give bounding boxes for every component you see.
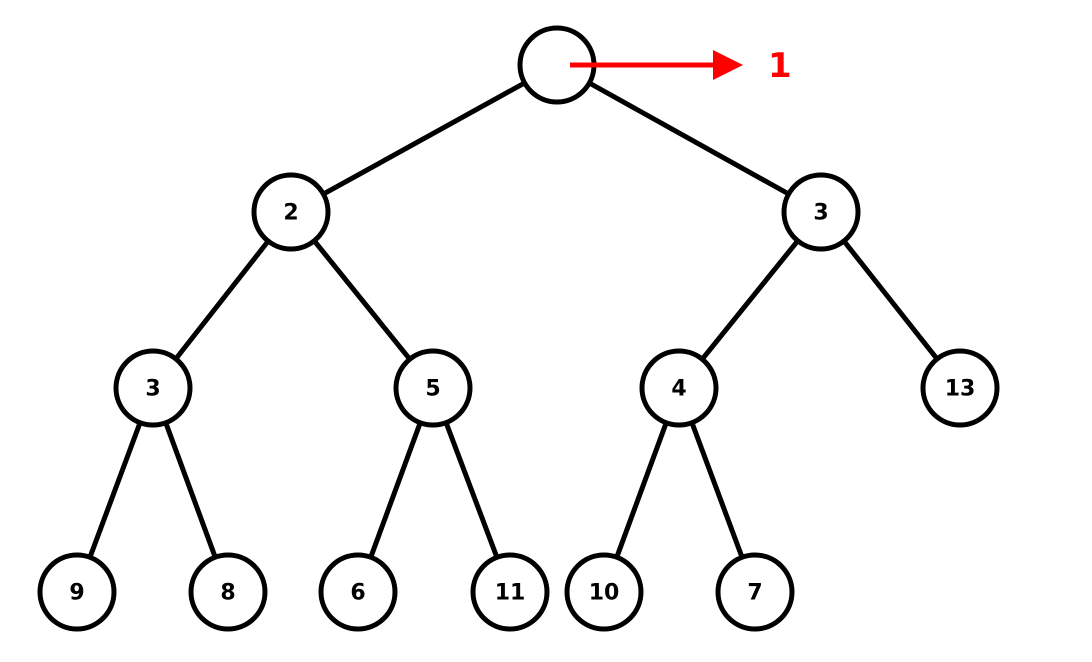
tree-node-n8: 8 xyxy=(188,552,268,632)
node-label: 13 xyxy=(945,377,976,402)
tree-edge-n4-n10 xyxy=(614,420,669,560)
node-circle xyxy=(113,348,193,428)
tree-edge-n3a-n4 xyxy=(699,238,801,362)
node-label: 11 xyxy=(495,581,526,606)
tree-node-n3a: 3 xyxy=(781,172,861,252)
tree-edge-n2a-n5 xyxy=(311,238,413,362)
node-label: 4 xyxy=(671,377,686,402)
tree-edge-n2a-n3b xyxy=(173,238,271,362)
tree-node-n13: 13 xyxy=(920,348,1000,428)
node-label: 5 xyxy=(425,377,440,402)
node-label: 8 xyxy=(220,581,235,606)
node-circle xyxy=(37,552,117,632)
tree-edge-n4-n7 xyxy=(689,420,745,560)
tree-edge-root-n3a xyxy=(586,80,792,197)
node-label: 7 xyxy=(747,581,762,606)
node-circle xyxy=(251,172,331,252)
root-pointer: 1 xyxy=(570,46,792,86)
node-label: 2 xyxy=(283,201,298,226)
tree-node-n10: 10 xyxy=(564,552,644,632)
node-circle xyxy=(639,348,719,428)
node-circle xyxy=(318,552,398,632)
node-circle xyxy=(470,552,550,632)
tree-edge-n5-n11 xyxy=(443,420,500,560)
node-circle xyxy=(393,348,473,428)
tree-node-n11: 11 xyxy=(470,552,550,632)
node-label: 9 xyxy=(69,581,84,606)
pointer-label: 1 xyxy=(768,46,792,86)
tree-node-n5: 5 xyxy=(393,348,473,428)
tree-edge-root-n2a xyxy=(320,80,528,197)
tree-node-n6: 6 xyxy=(318,552,398,632)
nodes: 2 3 3 5 4 13 9 8 6 11 10 7 xyxy=(37,25,1000,632)
node-label: 10 xyxy=(589,581,620,606)
tree-node-n4: 4 xyxy=(639,348,719,428)
tree-node-n9: 9 xyxy=(37,552,117,632)
tree-node-n3b: 3 xyxy=(113,348,193,428)
node-circle xyxy=(715,552,795,632)
tree-node-n2a: 2 xyxy=(251,172,331,252)
tree-edge-n3b-n9 xyxy=(87,420,143,560)
node-circle xyxy=(564,552,644,632)
tree-node-n7: 7 xyxy=(715,552,795,632)
node-label: 6 xyxy=(350,581,365,606)
node-circle xyxy=(781,172,861,252)
tree-edge-n5-n6 xyxy=(368,420,423,560)
node-circle xyxy=(188,552,268,632)
node-label: 3 xyxy=(813,201,828,226)
node-circle xyxy=(920,348,1000,428)
tree-edge-n3b-n8 xyxy=(163,420,218,560)
edges xyxy=(87,80,940,560)
tree-edge-n3a-n13 xyxy=(841,238,940,362)
node-label: 3 xyxy=(145,377,160,402)
